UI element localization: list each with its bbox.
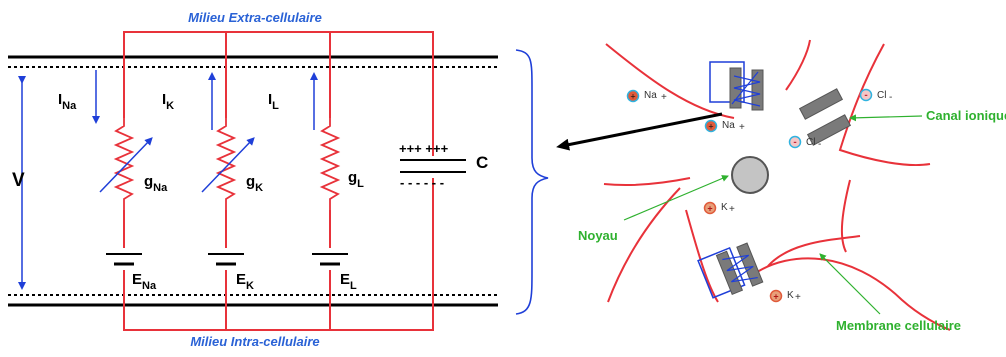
svg-text:+: + <box>661 92 667 103</box>
svg-text:-: - <box>889 92 892 103</box>
brace-icon <box>515 49 549 315</box>
svg-text:Cl: Cl <box>877 90 886 101</box>
voltage-label: V <box>12 170 25 191</box>
branch-l: IL gL EL <box>268 72 364 292</box>
nucleus-pointer <box>623 175 729 221</box>
svg-text:+: + <box>630 92 635 102</box>
zoom-arrow-icon <box>556 112 723 151</box>
conductance-label-l: gL <box>348 169 364 190</box>
svg-text:-: - <box>864 90 867 101</box>
extracellular-label: Milieu Extra-cellulaire <box>188 10 322 25</box>
variable-arrow-na <box>99 137 153 193</box>
reversal-label-k: EK <box>236 271 254 292</box>
current-label-na: INa <box>58 91 77 112</box>
membrane-label: Membrane cellulaire <box>836 318 961 333</box>
ion-cl-1: - Cl - <box>859 88 892 103</box>
svg-text:+: + <box>708 122 713 132</box>
reversal-label-l: EL <box>340 271 357 292</box>
svg-text:+: + <box>729 204 735 215</box>
svg-text:+: + <box>707 204 712 214</box>
nucleus-label: Noyau <box>578 228 618 243</box>
ion-channel-lower <box>697 242 764 299</box>
svg-text:Na: Na <box>644 90 657 101</box>
capacitor-charge-minus: - - - - - - <box>400 175 444 190</box>
ion-cl-2: - Cl - <box>788 135 821 150</box>
nucleus-icon <box>731 156 769 194</box>
svg-text:Cl: Cl <box>806 137 815 148</box>
svg-text:+: + <box>739 122 745 133</box>
capacitor: +++ +++ - - - - - - C <box>395 141 488 190</box>
resistor-l <box>319 118 341 210</box>
svg-text:Na: Na <box>722 120 735 131</box>
ion-channel-open <box>798 88 852 146</box>
svg-text:+: + <box>795 292 801 303</box>
capacitor-label: C <box>476 153 488 172</box>
branch-na: INa gNa ENa <box>58 70 168 292</box>
capacitor-charge-plus: +++ +++ <box>399 141 449 156</box>
ion-k-1: + K + <box>703 201 735 215</box>
conductance-label-k: gK <box>246 173 263 194</box>
ion-k-2: + K + <box>769 289 801 303</box>
channel-label: Canal ionique <box>926 108 1006 123</box>
current-label-l: IL <box>268 91 279 112</box>
bottom-membrane <box>8 294 498 307</box>
resistor-na <box>113 118 135 210</box>
ion-na-1: + Na + <box>626 89 667 103</box>
intracellular-label: Milieu Intra-cellulaire <box>190 334 319 349</box>
ion-channel-upper <box>709 61 764 111</box>
current-label-k: IK <box>162 91 174 112</box>
conductance-label-na: gNa <box>144 173 168 194</box>
channel-pointer <box>849 114 923 122</box>
svg-text:+: + <box>773 292 778 302</box>
svg-text:-: - <box>793 137 796 148</box>
svg-text:K: K <box>787 290 794 301</box>
ion-na-2: + Na + <box>704 119 745 133</box>
top-membrane <box>8 55 498 68</box>
resistor-k <box>215 118 237 210</box>
circuit-wires <box>123 31 434 331</box>
svg-text:K: K <box>721 202 728 213</box>
branch-k: IK gK EK <box>162 72 263 292</box>
svg-text:-: - <box>818 139 821 150</box>
cell-membrane <box>603 39 951 331</box>
reversal-label-na: ENa <box>132 271 157 292</box>
variable-arrow-k <box>201 137 255 193</box>
membrane-pointer <box>819 253 881 315</box>
